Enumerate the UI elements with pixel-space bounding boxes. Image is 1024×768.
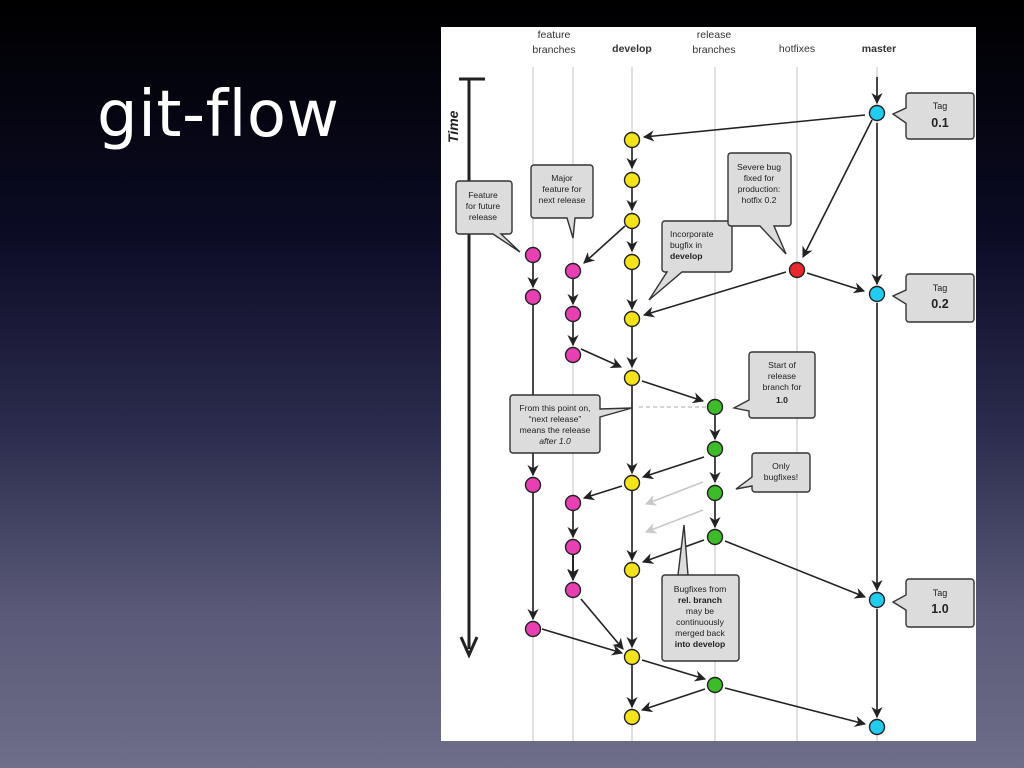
tag-version: 1.0 (931, 602, 948, 616)
time-axis: Time (445, 77, 485, 659)
commit-release (706, 398, 724, 416)
commit-develop (623, 474, 641, 492)
note-line: Only (772, 461, 790, 471)
note-line: “next release” (529, 414, 582, 424)
lane-header-hotfixes: hotfixes (779, 43, 815, 55)
note-line: release (469, 212, 497, 222)
commits (524, 104, 886, 736)
commit-release (706, 484, 724, 502)
commit-develop (623, 648, 641, 666)
commit-develop (623, 253, 641, 271)
commit-develop (623, 171, 641, 189)
tag-0-2: Tag 0.2 (891, 273, 975, 323)
note-line: merged back (675, 628, 725, 638)
commit-feature (564, 346, 582, 364)
tag-label: Tag (933, 283, 948, 293)
note-line: feature for (542, 184, 581, 194)
commit-master (868, 285, 886, 303)
commit-feature (564, 538, 582, 556)
commit-feature (524, 246, 542, 264)
commit-release (706, 528, 724, 546)
commit-develop (623, 310, 641, 328)
note-bugfixes-from: Bugfixes from rel. branch may be continu… (661, 524, 740, 662)
note-line: bugfix in (670, 240, 702, 250)
note-feature-future: Feature for future release (455, 180, 521, 253)
time-label: Time (445, 110, 461, 143)
note-line: From this point on, (519, 403, 590, 413)
note-line: Feature (468, 190, 498, 200)
commit-feature (524, 620, 542, 638)
note-severe-bug: Severe bug fixed for production: hotfix … (727, 152, 792, 255)
note-line: continuously (676, 617, 724, 627)
commit-feature (524, 476, 542, 494)
note-line: for future (466, 201, 501, 211)
note-line: 1.0 (776, 395, 788, 405)
commit-feature (564, 494, 582, 512)
commit-feature (564, 581, 582, 599)
note-line: means the release (520, 425, 591, 435)
commit-master (868, 718, 886, 736)
git-flow-diagram: feature branches develop release branche… (441, 27, 976, 741)
commit-develop (623, 369, 641, 387)
commit-release (706, 440, 724, 458)
lane-headers: feature branches develop release branche… (532, 29, 896, 56)
note-line: Incorporate (670, 229, 714, 239)
note-line: hotfix 0.2 (742, 195, 777, 205)
note-start-release: Start of release branch for 1.0 (731, 351, 816, 419)
commit-master (868, 104, 886, 122)
note-line: Start of (768, 360, 796, 370)
note-line: Major (551, 173, 573, 183)
lane-header-develop: develop (612, 43, 652, 55)
note-line: branch for (763, 382, 802, 392)
note-incorporate: Incorporate bugfix in develop (648, 220, 733, 301)
note-line: develop (670, 251, 702, 261)
lane-header-release: release (697, 29, 732, 41)
note-line: after 1.0 (539, 436, 571, 446)
note-line: Bugfixes from (674, 584, 727, 594)
tag-0-1: Tag 0.1 (891, 92, 975, 140)
note-line: bugfixes! (764, 472, 798, 482)
commit-feature (564, 262, 582, 280)
commit-release (706, 676, 724, 694)
note-line: release (768, 371, 796, 381)
commit-hotfix (788, 261, 806, 279)
note-line: Severe bug (737, 162, 781, 172)
commit-develop (623, 131, 641, 149)
commit-master (868, 591, 886, 609)
lane-header-feature-sub: branches (532, 44, 575, 56)
commit-develop (623, 708, 641, 726)
commit-feature (564, 305, 582, 323)
note-line: rel. branch (678, 595, 722, 605)
note-line: may be (686, 606, 714, 616)
note-line: into develop (675, 639, 726, 649)
lane-header-master: master (862, 43, 896, 55)
lane-header-feature: feature (538, 29, 571, 41)
tag-version: 0.1 (931, 116, 948, 130)
tag-1-0: Tag 1.0 (891, 578, 975, 628)
merge-arrows (541, 114, 873, 727)
slide-title: git-flow (97, 78, 340, 152)
tag-label: Tag (933, 588, 948, 598)
note-line: next release (539, 195, 586, 205)
note-line: fixed for (744, 173, 775, 183)
tag-label: Tag (933, 101, 948, 111)
commit-feature (524, 288, 542, 306)
note-line: production: (738, 184, 781, 194)
note-major-feature: Major feature for next release (530, 164, 594, 239)
note-from-this-point: From this point on, “next release” means… (509, 394, 633, 454)
note-only-bugfixes: Only bugfixes! (735, 452, 811, 493)
tag-version: 0.2 (931, 297, 948, 311)
commit-develop (623, 561, 641, 579)
commit-develop (623, 212, 641, 230)
lane-header-release-sub: branches (692, 44, 735, 56)
